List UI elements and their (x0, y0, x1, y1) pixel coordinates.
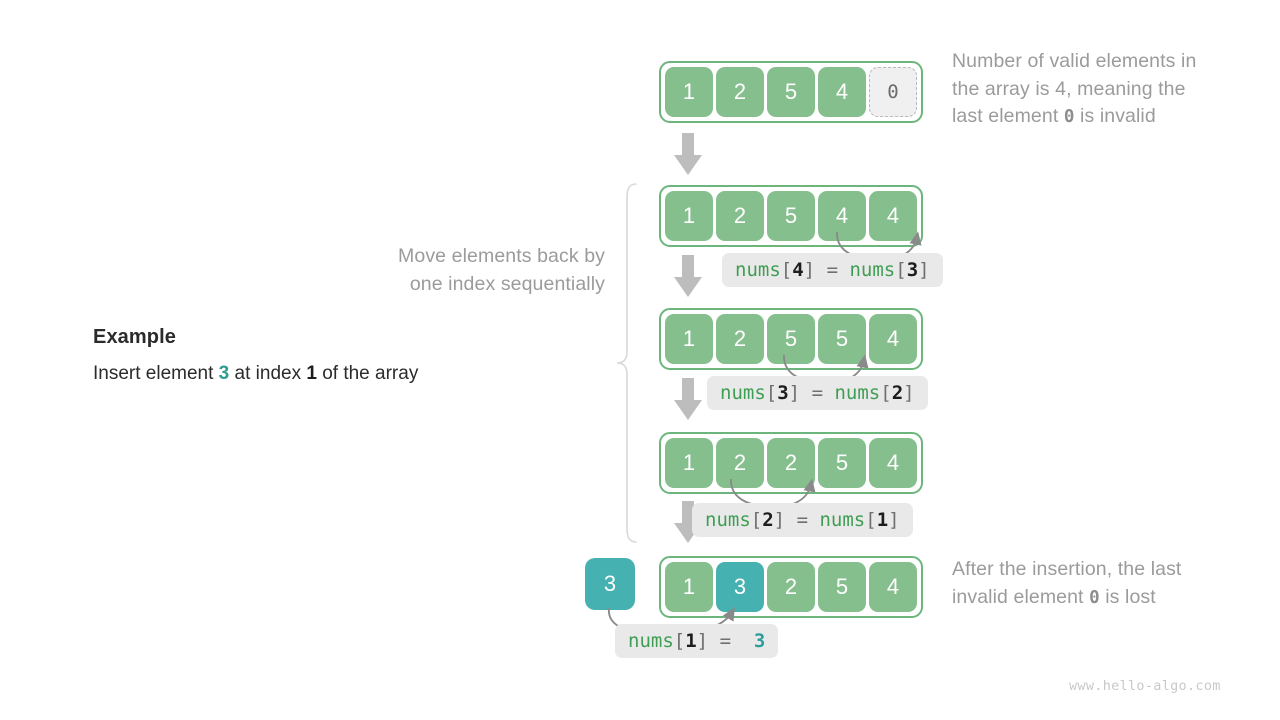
array-cell: 4 (869, 438, 917, 488)
note-top: Number of valid elements in the array is… (952, 48, 1262, 132)
array-cell: 2 (767, 562, 815, 612)
watermark: www.hello-algo.com (1069, 678, 1221, 694)
insert-value-box: 3 (585, 558, 635, 610)
note-top-line3-pre: last element (952, 105, 1064, 127)
chip-lhs-name: nums (735, 259, 781, 281)
array-step2: 1 2 5 5 4 (659, 308, 923, 370)
array-cell: 1 (665, 191, 713, 241)
array-cell: 1 (665, 67, 713, 117)
bracket-close: ] (788, 382, 801, 404)
bracket-open: [ (673, 630, 686, 652)
example-desc-index: 1 (306, 363, 317, 384)
bracket-open: [ (865, 509, 877, 531)
bracket-close: ] (773, 509, 786, 531)
chip-rhs-name: nums (834, 382, 881, 404)
note-top-line2: the array is 4, meaning the (952, 77, 1186, 100)
note-move-line1: Move elements back by (398, 245, 605, 267)
note-top-line3: last element 0 is invalid (952, 103, 1262, 132)
note-top-line3-post: is invalid (1074, 105, 1156, 127)
array-cell: 4 (818, 67, 866, 117)
array-cell: 4 (818, 191, 866, 241)
example-desc-value: 3 (218, 363, 230, 384)
note-bottom: After the insertion, the last invalid el… (952, 556, 1252, 612)
chip-nums3-nums2: nums[3] = nums[2] (707, 376, 928, 410)
chip-rhs-literal: 3 (753, 630, 766, 652)
array-cell: 2 (767, 438, 815, 488)
array-cell: 5 (767, 191, 815, 241)
bracket-close: ] (888, 509, 900, 531)
note-top-invalid-zero: 0 (1063, 107, 1075, 127)
chip-rhs-name: nums (849, 259, 896, 281)
bracket-open: [ (765, 382, 778, 404)
chip-rhs-index: 2 (891, 382, 904, 404)
bracket-open: [ (895, 259, 907, 281)
array-cell: 4 (869, 562, 917, 612)
chip-nums2-nums1: nums[2] = nums[1] (692, 503, 913, 537)
note-bottom-invalid-zero: 0 (1089, 587, 1100, 608)
example-title: Example (93, 326, 176, 348)
chip-lhs-name: nums (720, 382, 766, 404)
array-cell: 4 (869, 191, 917, 241)
down-arrow-icon (674, 133, 702, 175)
array-cell: 1 (665, 438, 713, 488)
array-cell: 5 (818, 562, 866, 612)
array-cell: 2 (716, 314, 764, 364)
chip-rhs-index: 3 (906, 259, 919, 281)
array-step1: 1 2 5 4 4 (659, 185, 923, 247)
example-desc-prefix: Insert element (93, 363, 219, 384)
example-description: Insert element 3 at index 1 of the array (93, 363, 563, 385)
array-cell: 2 (716, 67, 764, 117)
chip-lhs-index: 4 (792, 259, 804, 281)
array-initial: 1 2 5 4 0 (659, 61, 923, 123)
note-bottom-line1: After the insertion, the last (952, 558, 1182, 580)
array-cell: 5 (818, 314, 866, 364)
example-desc-suffix: of the array (316, 363, 419, 384)
chip-nums1-3: nums[1] = 3 (615, 624, 779, 658)
chip-operator: = (811, 382, 824, 404)
note-bottom-line2-pre: invalid element (952, 585, 1090, 608)
array-step3: 1 2 2 5 4 (659, 432, 923, 494)
chip-rhs-name: nums (819, 509, 866, 531)
array-cell: 1 (665, 314, 713, 364)
chip-operator: = (719, 630, 732, 652)
note-bottom-line2-post: is lost (1099, 585, 1156, 608)
bracket-close: ] (696, 630, 709, 652)
array-cell-inserted: 3 (716, 562, 764, 612)
grouping-brace-icon (616, 183, 637, 543)
array-cell: 2 (716, 438, 764, 488)
down-arrow-icon (674, 255, 702, 297)
chip-lhs-index: 2 (762, 509, 774, 531)
chip-lhs-index: 3 (777, 382, 789, 404)
note-bottom-line2: invalid element 0 is lost (952, 584, 1252, 613)
array-cell: 5 (767, 314, 815, 364)
note-move-elements: Move elements back by one index sequenti… (330, 243, 605, 298)
down-arrow-icon (674, 378, 702, 420)
array-cell: 5 (818, 438, 866, 488)
array-cell: 5 (767, 67, 815, 117)
chip-operator: = (826, 259, 839, 281)
chip-lhs-index: 1 (685, 630, 697, 652)
bracket-open: [ (880, 382, 892, 404)
chip-nums4-nums3: nums[4] = nums[3] (722, 253, 943, 287)
array-final: 1 3 2 5 4 (659, 556, 923, 618)
bracket-close: ] (803, 259, 816, 281)
note-move-line2: one index sequentially (409, 272, 605, 295)
chip-operator: = (796, 509, 809, 531)
chip-rhs-index: 1 (876, 509, 889, 531)
chip-lhs-name: nums (628, 630, 674, 652)
array-cell-invalid: 0 (869, 67, 917, 117)
bracket-open: [ (750, 509, 763, 531)
array-cell: 4 (869, 314, 917, 364)
chip-lhs-name: nums (705, 509, 751, 531)
note-top-line1: Number of valid elements in (952, 50, 1197, 72)
example-block: Example Insert element 3 at index 1 of t… (93, 326, 563, 385)
bracket-close: ] (918, 259, 930, 281)
example-desc-middle: at index (229, 363, 307, 384)
array-cell: 2 (716, 191, 764, 241)
array-cell: 1 (665, 562, 713, 612)
bracket-open: [ (780, 259, 793, 281)
bracket-close: ] (903, 382, 915, 404)
